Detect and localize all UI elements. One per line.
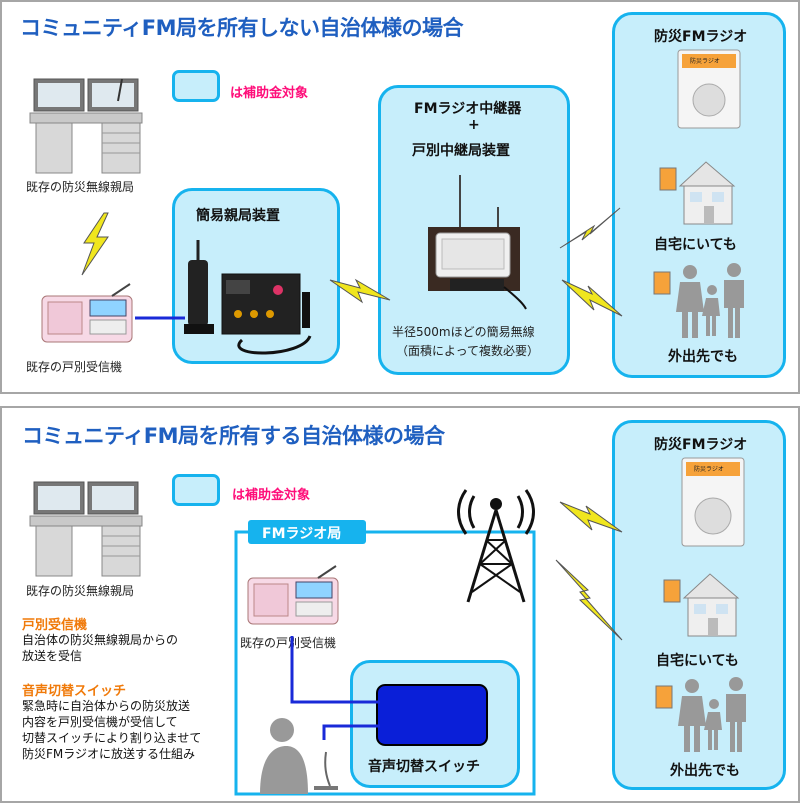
- bottom-receiver-desc2: 放送を受信: [22, 649, 83, 663]
- top-radio-device-icon: [677, 49, 741, 129]
- bottom-receiver-desc1: 自治体の防災無線親局からの: [22, 633, 179, 647]
- top-relay-note2: （面積によって複数必要）: [396, 344, 540, 358]
- top-family-icon: [653, 263, 744, 338]
- top-simple-master-label: 簡易親局装置: [196, 208, 280, 224]
- bottom-lightning-radio-icon: [559, 501, 623, 533]
- bottom-lightning-home-icon: [555, 559, 623, 641]
- bottom-at-home-label: 自宅にいても: [656, 653, 739, 669]
- bottom-switch-heading: 音声切替スイッチ: [22, 684, 127, 699]
- top-relay-line2: 戸別中継局装置: [412, 143, 510, 159]
- bottom-switch-desc2: 内容を戸別受信機が受信して: [22, 715, 178, 729]
- top-relay-plus: +: [468, 117, 480, 133]
- top-at-home-label: 自宅にいても: [654, 237, 737, 253]
- bottom-cables: [290, 636, 380, 740]
- top-radio-title: 防災FMラジオ: [654, 29, 748, 45]
- top-existing-receiver-label: 既存の戸別受信機: [26, 360, 123, 374]
- bottom-family-icon: [655, 677, 746, 752]
- bottom-switch-desc3: 切替スイッチにより割り込ませて: [22, 731, 202, 745]
- bottom-switch-device: [376, 684, 488, 746]
- top-legend-text: は補助金対象: [230, 86, 309, 101]
- top-lightning-master-icon: [81, 212, 109, 276]
- top-outside-label: 外出先でも: [668, 349, 738, 365]
- top-receiver-icon: [41, 283, 133, 343]
- bottom-house-icon: [663, 573, 740, 637]
- top-lightning-home-icon: [559, 207, 621, 249]
- bottom-radio-device-icon: [681, 457, 745, 547]
- bottom-legend-text: は補助金対象: [232, 488, 311, 503]
- top-relay-line1: FMラジオ中継器: [414, 101, 522, 117]
- bottom-switch-desc1: 緊急時に自治体からの防災放送: [22, 699, 191, 713]
- bottom-master-station-icon: [29, 481, 143, 577]
- top-lightning-relay-icon: [329, 278, 391, 304]
- top-cable: [135, 316, 185, 320]
- bottom-switch-label: 音声切替スイッチ: [368, 759, 480, 775]
- bottom-receiver-icon: [247, 565, 339, 625]
- top-simple-master-device-icon: [184, 240, 312, 355]
- top-master-station-icon: [29, 78, 143, 174]
- top-radio-device-label: 防災ラジオ: [690, 58, 720, 65]
- top-house-icon: [659, 161, 736, 225]
- bottom-radio-title: 防災FMラジオ: [654, 437, 748, 453]
- top-relay-note1: 半径500mほどの簡易無線: [392, 325, 535, 339]
- bottom-announcer-icon: [260, 718, 338, 794]
- bottom-fm-station-label: FMラジオ局: [262, 526, 342, 542]
- top-lightning-outside-icon: [561, 279, 623, 317]
- top-legend-swatch: [172, 70, 220, 102]
- bottom-outside-label: 外出先でも: [670, 763, 740, 779]
- bottom-existing-master-label: 既存の防災無線親局: [26, 584, 135, 598]
- bottom-existing-receiver-label: 既存の戸別受信機: [240, 636, 337, 650]
- top-title: コミュニティFM局を所有しない自治体様の場合: [20, 16, 463, 40]
- bottom-radio-device-label: 防災ラジオ: [694, 466, 724, 473]
- top-existing-master-label: 既存の防災無線親局: [26, 180, 135, 194]
- bottom-fm-station-tab: [248, 520, 366, 544]
- bottom-receiver-heading: 戸別受信機: [22, 618, 88, 633]
- bottom-switch-desc4: 防災FMラジオに放送する仕組み: [22, 747, 196, 761]
- bottom-title: コミュニティFM局を所有する自治体様の場合: [22, 424, 445, 448]
- top-relay-device-icon: [428, 175, 527, 310]
- bottom-fm-station-frame: [234, 530, 536, 796]
- bottom-antenna-tower-icon: [457, 489, 535, 603]
- bottom-legend-swatch: [172, 474, 220, 506]
